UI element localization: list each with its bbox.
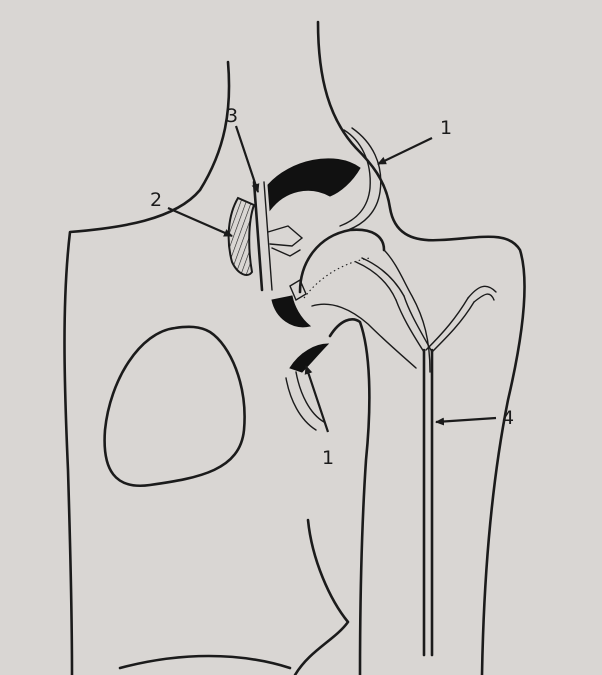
ischium-outline (295, 520, 348, 675)
joint-space-lower-capsule (290, 344, 328, 372)
im-nail-branch-right (426, 298, 474, 352)
joint-space-superior (268, 159, 360, 210)
arrow-2 (168, 208, 232, 236)
im-nail-branch-left (396, 296, 432, 352)
label-2: 2 (150, 189, 162, 211)
label-1-bottom: 1 (322, 447, 334, 469)
femoral-head (300, 230, 384, 292)
arrow-1-bottom (306, 366, 328, 432)
fixation-pin (254, 182, 262, 290)
arrow-4 (436, 418, 496, 422)
im-nail-shaft (424, 350, 432, 655)
label-4: 4 (502, 407, 514, 429)
arrow-1-top (378, 138, 432, 164)
fracture-fragment-2 (272, 248, 300, 256)
joint-space-inferior (272, 296, 310, 327)
acetabular-cartilage (229, 198, 254, 275)
pubis-outline (120, 656, 290, 668)
arrow-3 (236, 126, 258, 192)
fracture-fragment (268, 226, 302, 246)
im-nail-upper-left (356, 258, 404, 300)
label-1-top: 1 (440, 117, 452, 139)
pelvis-outline (65, 62, 230, 675)
label-3: 3 (226, 105, 238, 127)
obturator-foramen (105, 327, 245, 486)
im-nail-upper-right (468, 286, 496, 302)
femur-medial-outline (330, 319, 369, 675)
